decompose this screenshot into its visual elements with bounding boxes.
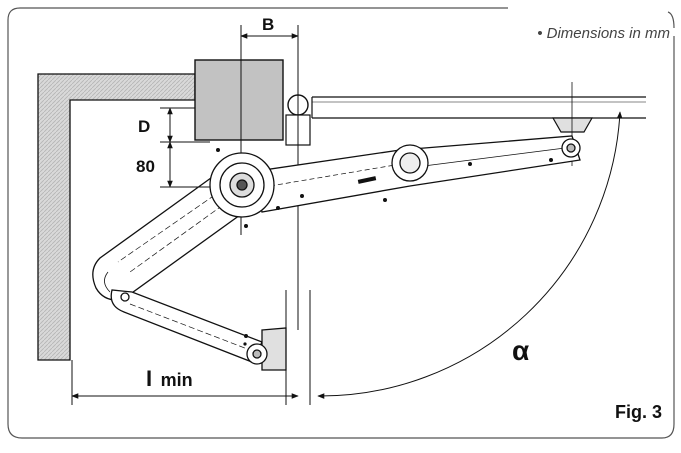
- dimensions-note: • Dimensions in mm: [537, 25, 670, 42]
- figure-label: Fig. 3: [615, 402, 662, 422]
- motor-housing: [194, 59, 284, 141]
- straight-arm: [249, 135, 581, 213]
- angle-label: α: [512, 335, 529, 366]
- outer-frame: [7, 7, 675, 439]
- gate-leaf: [311, 96, 646, 119]
- motor-gear: [209, 152, 275, 218]
- frame-corner: [667, 11, 675, 29]
- dim-i-min-suffix: min: [161, 370, 193, 390]
- dim-d-label: D: [138, 117, 150, 136]
- dim-d: [160, 107, 210, 188]
- dim-80-label: 80: [136, 157, 155, 176]
- dim-i-min: [71, 360, 299, 405]
- lower-arm: [110, 289, 287, 371]
- dim-b-label: B: [262, 15, 274, 34]
- dim-i-min-symbol: I: [146, 366, 152, 391]
- dim-i-min-label: I min: [146, 366, 193, 391]
- angle-arc: [317, 111, 623, 399]
